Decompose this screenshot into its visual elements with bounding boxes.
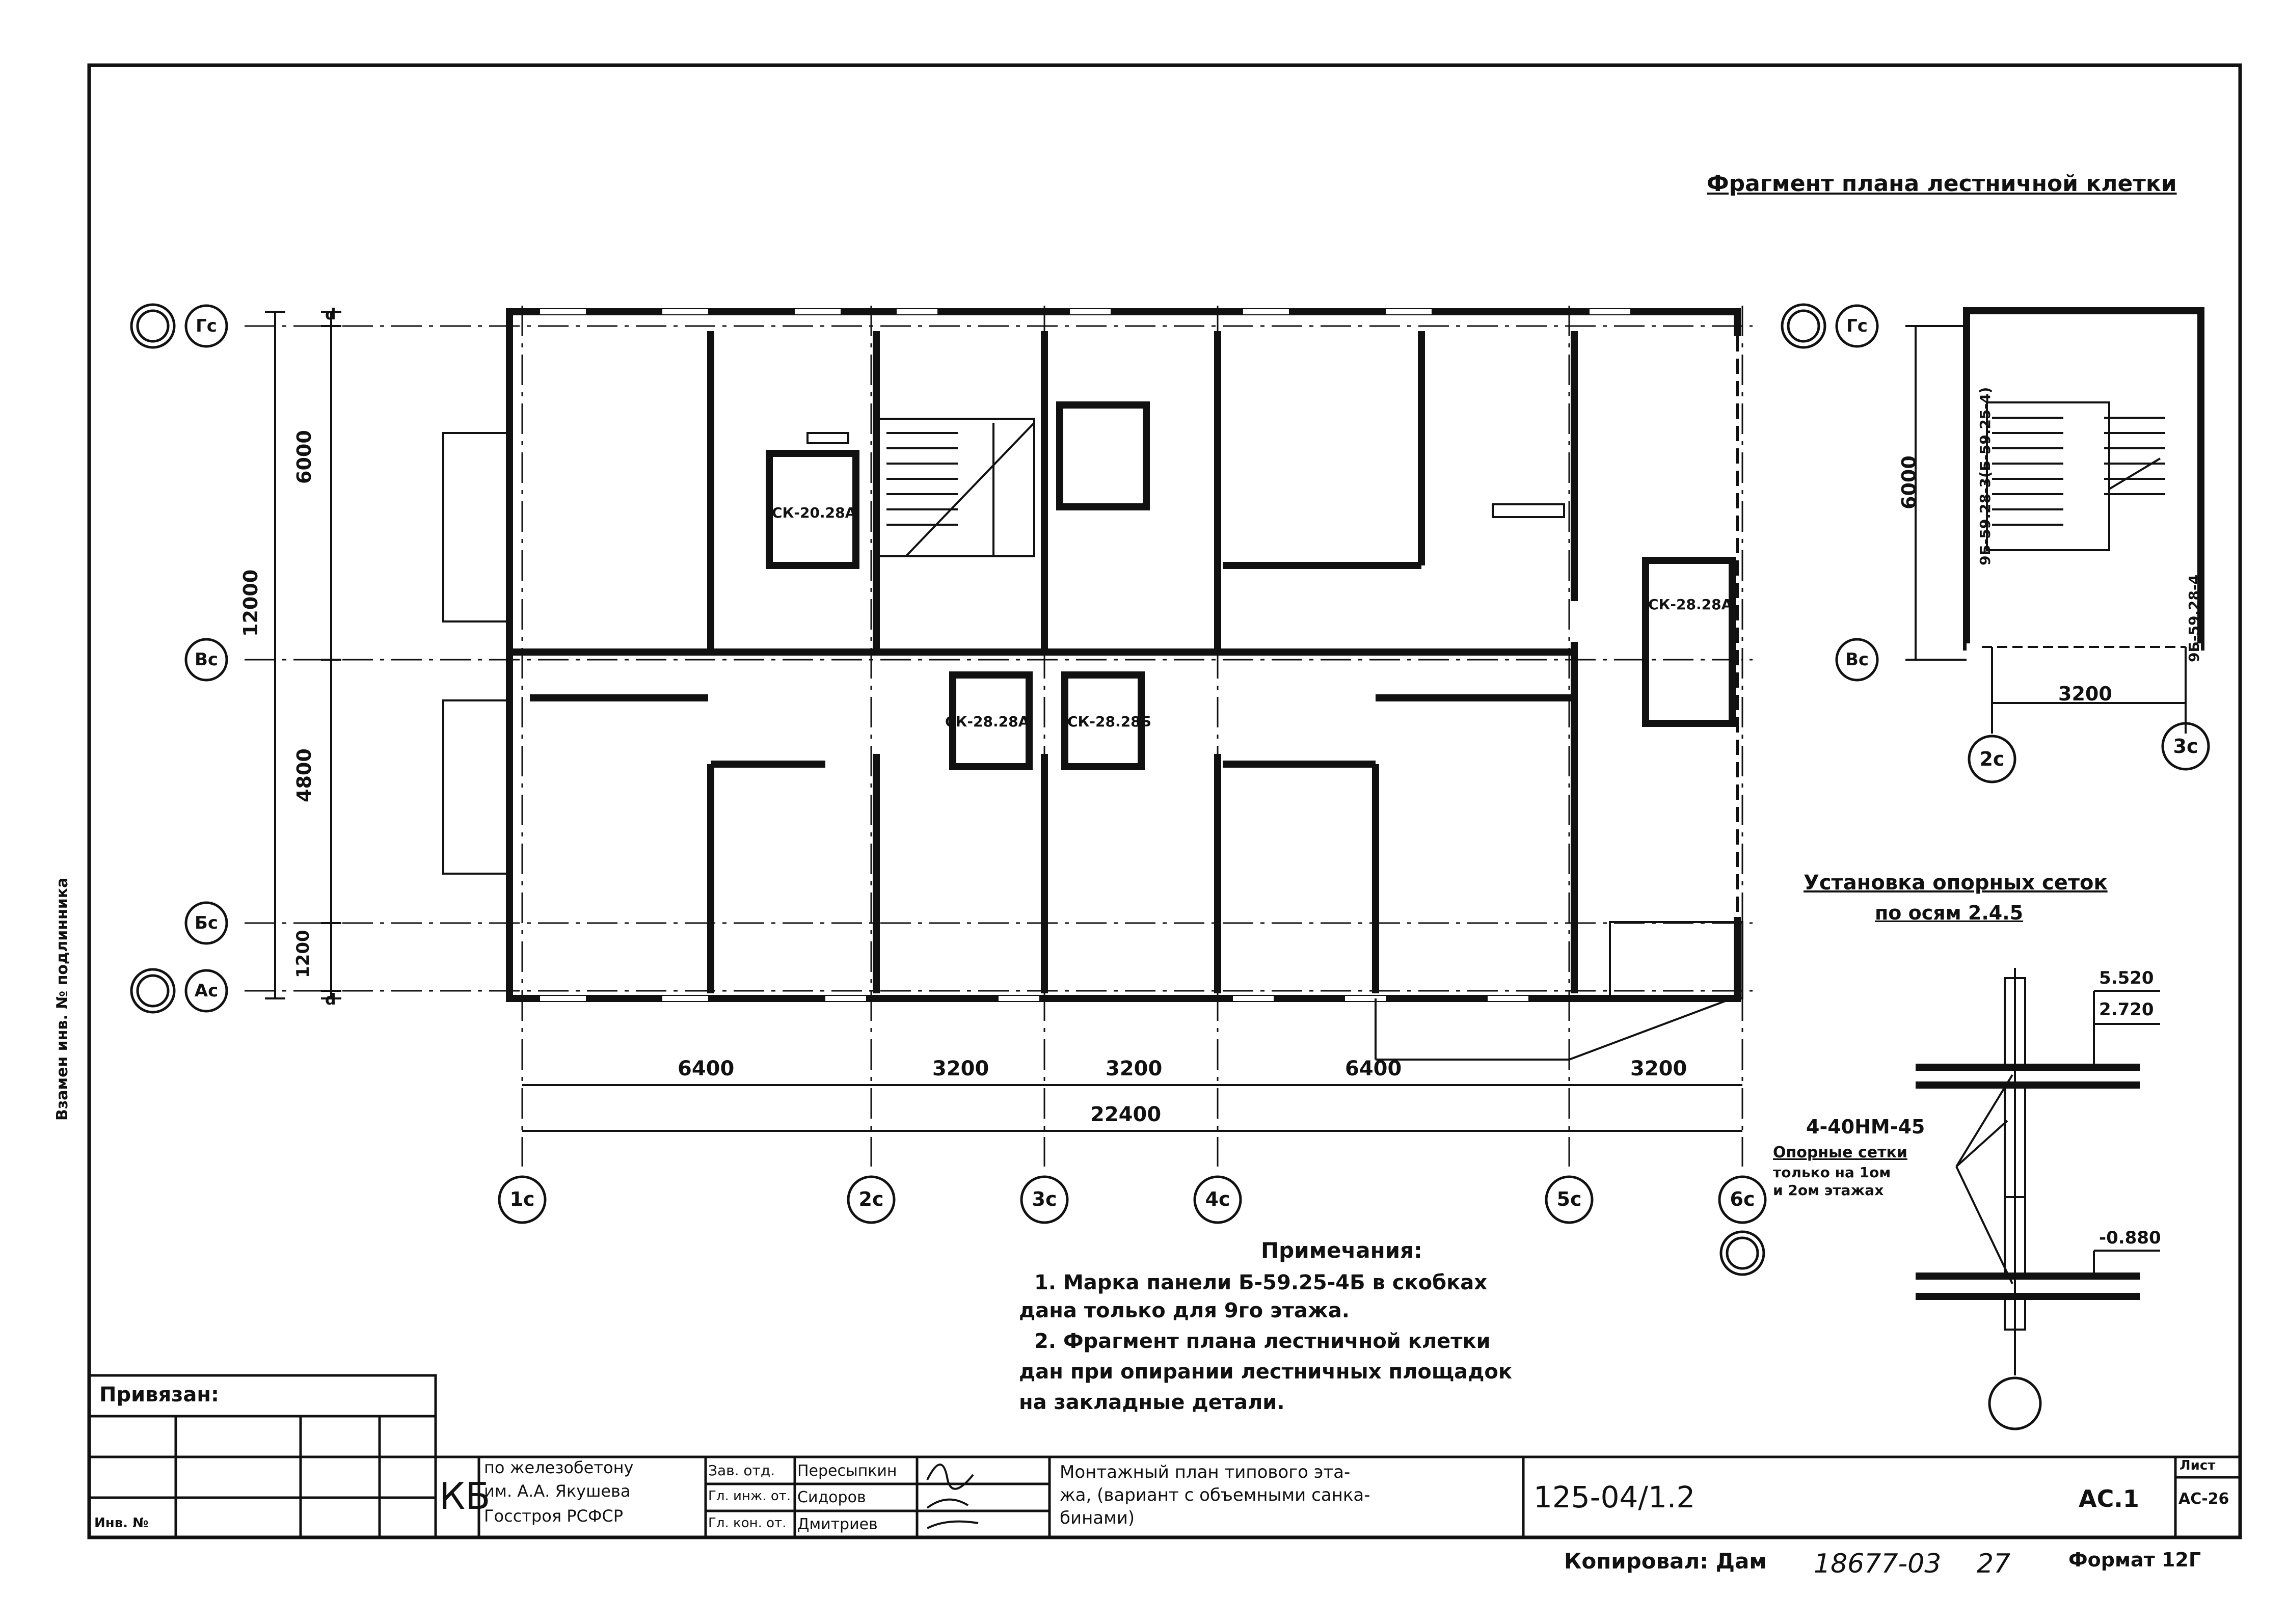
dim-h-3200c: 3200 xyxy=(1630,1057,1687,1080)
dim-1200: 1200 xyxy=(293,930,313,978)
support-note-2: только на 1ом xyxy=(1773,1164,1891,1181)
list-label: Лист xyxy=(2180,1458,2216,1473)
role-3: Гл. кон. от. xyxy=(708,1515,787,1531)
project-code: 125-04/1.2 xyxy=(1533,1480,1696,1514)
axis-label-col-5: 5с xyxy=(1556,1188,1582,1210)
role-2: Гл. инж. от. xyxy=(708,1488,791,1504)
elev-2: 2.720 xyxy=(2099,999,2154,1020)
axis-label-col-2: 2с xyxy=(858,1188,884,1210)
format-label: Формат 12Г xyxy=(2068,1549,2201,1571)
dim-h-3200a: 3200 xyxy=(932,1057,989,1080)
kb-label: КБ xyxy=(439,1475,491,1518)
dim-d-top: d xyxy=(325,306,336,323)
support-note-3: и 2ом этажах xyxy=(1773,1182,1884,1199)
floor-plan xyxy=(245,306,1753,1167)
archive-number: 18677-03 xyxy=(1814,1549,1942,1579)
dim-total: 22400 xyxy=(1090,1103,1162,1126)
dim-d-bottom: d xyxy=(325,991,336,1009)
notes-line-1: 1. Марка панели Б-59.25-4Б в скобках xyxy=(1034,1271,1488,1294)
sheet-frame xyxy=(87,63,2242,1539)
frag-axis-v: Вс xyxy=(1845,649,1869,670)
panel-label-3: СК-28.28А xyxy=(1648,596,1733,613)
panel-label-4: СК-28.28Б xyxy=(1067,713,1151,730)
axis-label-col-1: 1с xyxy=(509,1188,535,1210)
stair-fragment xyxy=(1781,303,2210,783)
name-1: Пересыпкин xyxy=(797,1462,897,1480)
notes-heading: Примечания: xyxy=(1261,1238,1422,1263)
notes-line-2: дана только для 9го этажа. xyxy=(1019,1299,1350,1322)
dim-h-3200b: 3200 xyxy=(1106,1057,1163,1080)
list-number: АС-26 xyxy=(2178,1490,2229,1508)
desc-line-1: Монтажный план типового эта- xyxy=(1060,1462,1351,1482)
org-line-2: им. А.А. Якушева xyxy=(484,1481,631,1501)
notes-line-4: дан при опирании лестничных площадок xyxy=(1019,1360,1513,1384)
inv-label: Инв. № xyxy=(94,1515,149,1531)
org-line-1: по железобетону xyxy=(484,1458,634,1477)
org-line-3: Госстроя РСФСР xyxy=(484,1506,624,1526)
elev-3: -0.880 xyxy=(2099,1228,2161,1248)
frag-dim-3200: 3200 xyxy=(2058,683,2112,705)
sheet-code: АС.1 xyxy=(2079,1485,2139,1512)
panel-label-2: СК-28.28А xyxy=(945,713,1030,730)
name-3: Дмитриев xyxy=(797,1515,878,1533)
title-block-lines xyxy=(88,1374,2240,1539)
axis-label-row-g: Гс xyxy=(196,316,217,336)
dim-h-6400a: 6400 xyxy=(678,1057,735,1080)
axis-bubbles-rows xyxy=(130,303,228,1014)
dim-6000: 6000 xyxy=(293,430,315,484)
desc-line-2: жа, (вариант с объемными санка- xyxy=(1060,1485,1370,1505)
support-note-1: Опорные сетки xyxy=(1773,1144,1907,1161)
axis-label-row-v: Вс xyxy=(194,649,219,670)
dim-12000: 12000 xyxy=(239,569,262,637)
copied-by: Копировал: Дам xyxy=(1564,1549,1767,1574)
axis-label-col-3: 3с xyxy=(1032,1188,1057,1210)
dim-h-6400b: 6400 xyxy=(1345,1057,1402,1080)
desc-line-3: бинами) xyxy=(1060,1508,1135,1528)
frag-axis-2: 2с xyxy=(1979,748,2005,770)
frag-axis-g: Гс xyxy=(1846,316,1868,336)
notes-line-3: 2. Фрагмент плана лестничной клетки xyxy=(1034,1330,1491,1353)
supports-subtitle: по осям 2.4.5 xyxy=(1875,902,2024,924)
axis-bubbles-cols xyxy=(498,1175,1767,1276)
frag-dim-6000: 6000 xyxy=(1898,455,1920,509)
support-detail xyxy=(1916,968,2160,1430)
axis-label-col-6: 6с xyxy=(1730,1188,1755,1210)
frag-panel-b: 9Б-59.28-4 xyxy=(2186,574,2202,662)
side-stamp: Взамен инв. № подлинника xyxy=(53,877,71,1121)
frag-panel-a: 9Б-59.28-3(Б-59.25-4) xyxy=(1977,387,1994,565)
role-1: Зав. отд. xyxy=(708,1462,775,1479)
name-2: Сидоров xyxy=(797,1488,866,1506)
panel-label-1: СК-20.28А xyxy=(772,504,856,521)
rebar-label: 4-40НМ-45 xyxy=(1806,1116,1925,1138)
axis-label-row-a: Ас xyxy=(194,981,219,1001)
dim-4800: 4800 xyxy=(293,748,315,802)
page-number: 27 xyxy=(1977,1549,2011,1579)
frag-axis-3: 3с xyxy=(2173,735,2198,757)
axis-label-col-4: 4с xyxy=(1205,1188,1230,1210)
elev-1: 5.520 xyxy=(2099,968,2154,988)
axis-label-row-b: Бс xyxy=(194,913,219,933)
privyazan-label: Привязан: xyxy=(99,1383,219,1406)
notes-line-5: на закладные детали. xyxy=(1019,1391,1285,1414)
fragment-title: Фрагмент плана лестничной клетки xyxy=(1707,171,2177,197)
supports-title: Установка опорных сеток xyxy=(1804,871,2108,895)
